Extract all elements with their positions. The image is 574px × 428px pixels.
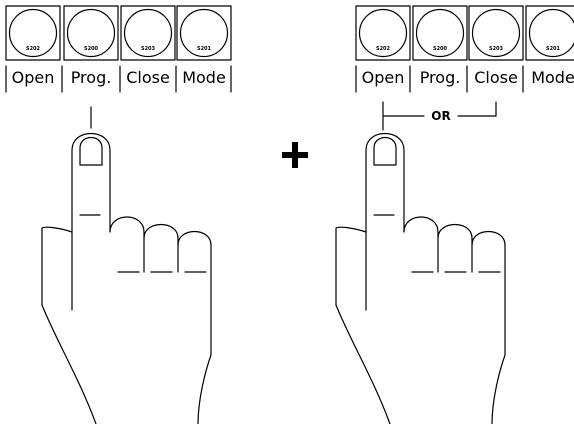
left-hand-icon <box>42 134 211 425</box>
left-button-panel: S202 Open S200 Prog. S203 Close S201 Mod… <box>6 6 231 128</box>
right-button-close-label: Close <box>474 68 518 87</box>
left-button-mode[interactable]: S201 Mode <box>177 6 231 87</box>
left-button-mode-code: S201 <box>197 46 212 52</box>
right-button-prog-label: Prog. <box>420 68 461 87</box>
or-label: OR <box>431 109 450 123</box>
right-hand-icon <box>336 134 505 425</box>
right-button-open[interactable]: S202 Open <box>356 6 410 87</box>
right-button-mode-label: Mode <box>531 68 574 87</box>
right-button-close-code: S203 <box>489 46 504 52</box>
right-button-open-code: S202 <box>376 46 391 52</box>
right-button-open-label: Open <box>362 68 405 87</box>
right-button-mode[interactable]: S201 Mode <box>526 6 574 87</box>
left-button-prog-code: S200 <box>84 46 99 52</box>
left-button-open-code: S202 <box>26 46 41 52</box>
or-bracket: OR <box>383 102 496 130</box>
left-button-close[interactable]: S203 Close <box>121 6 175 87</box>
right-button-mode-code: S201 <box>546 46 561 52</box>
right-button-panel: S202 Open S200 Prog. S203 Close S201 Mod… <box>356 6 574 130</box>
right-button-close[interactable]: S203 Close <box>469 6 523 87</box>
left-button-close-code: S203 <box>141 46 156 52</box>
right-button-prog[interactable]: S200 Prog. <box>413 6 467 87</box>
left-button-prog-label: Prog. <box>71 68 112 87</box>
right-button-prog-code: S200 <box>433 46 448 52</box>
left-button-close-label: Close <box>126 68 170 87</box>
left-button-open-label: Open <box>12 68 55 87</box>
left-button-prog[interactable]: S200 Prog. <box>64 6 118 87</box>
left-button-open[interactable]: S202 Open <box>6 6 60 87</box>
plus-icon <box>282 142 308 168</box>
left-button-mode-label: Mode <box>182 68 226 87</box>
